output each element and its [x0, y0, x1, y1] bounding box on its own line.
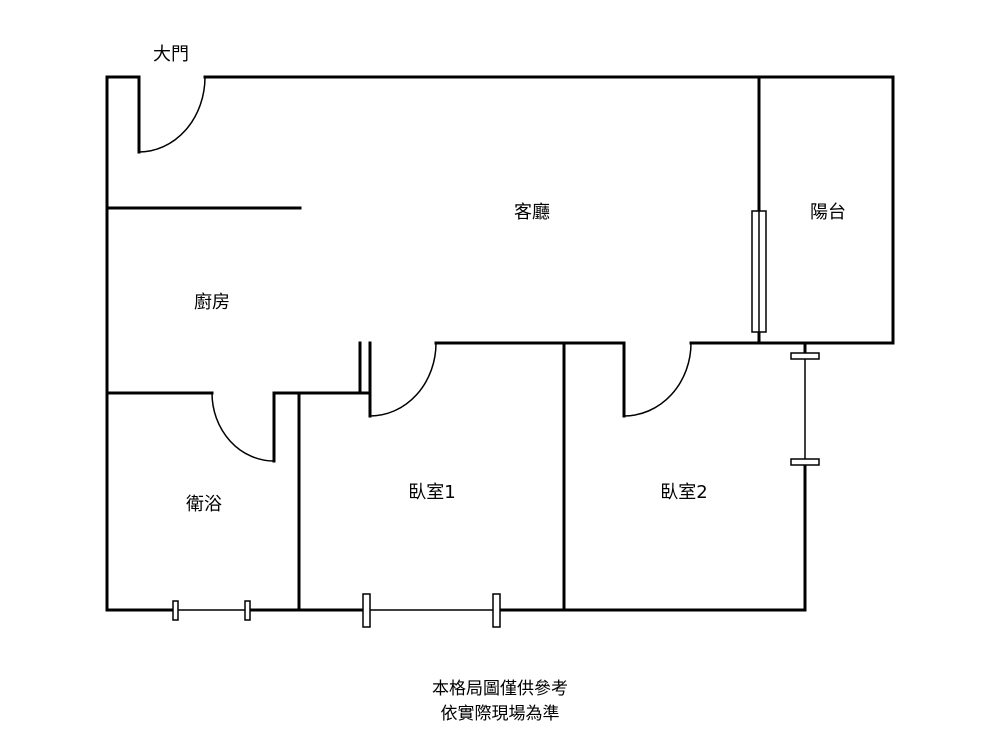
front-door-swing — [137, 75, 206, 154]
balcony-label: 陽台 — [810, 202, 846, 223]
balcony-sliding-door — [751, 210, 767, 333]
front-door-label: 大門 — [153, 44, 189, 65]
disclaimer-line-2: 依實際現場為準 — [440, 704, 560, 724]
bedroom1-door-swing — [368, 341, 437, 418]
bedroom1-window — [362, 593, 501, 628]
interior-walls — [105, 75, 895, 612]
outer-walls — [105, 75, 895, 612]
disclaimer-line-1: 本格局圖僅供參考 — [432, 679, 568, 699]
bathroom-window — [172, 600, 251, 621]
bedroom2-door-swing — [622, 341, 692, 418]
bedroom2-window — [790, 352, 820, 466]
kitchen-label: 廚房 — [194, 291, 230, 313]
living-room-label: 客廳 — [514, 202, 550, 223]
bathroom-door-swing — [211, 391, 276, 463]
bathroom-label: 衛浴 — [186, 494, 222, 515]
bedroom2-label: 臥室2 — [660, 482, 707, 503]
bedroom1-label: 臥室1 — [408, 482, 455, 503]
